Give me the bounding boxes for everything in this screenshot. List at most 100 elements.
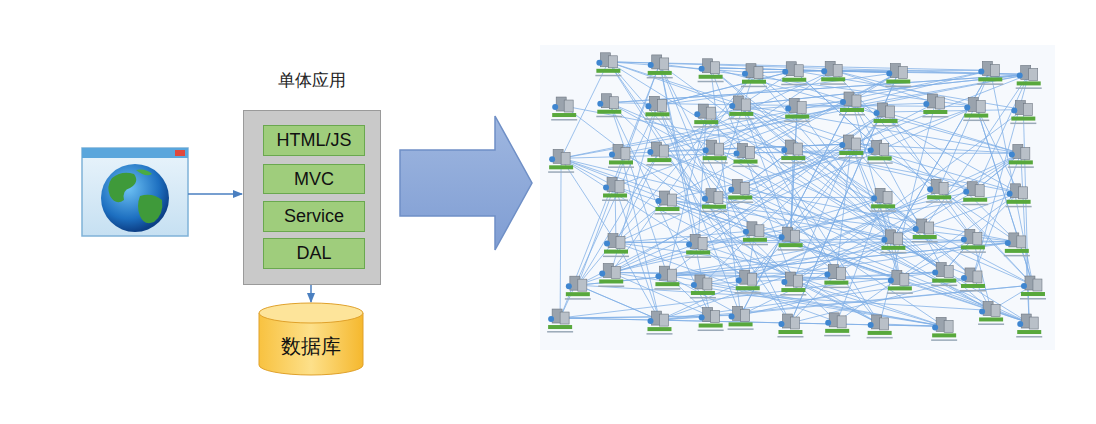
service-icon [870,188,896,212]
service-icon [839,92,865,116]
network-link [564,106,793,281]
service-icon [603,234,629,258]
network-link [741,105,790,236]
network-link [976,107,1033,285]
service-icon [647,55,673,79]
network-link [560,317,711,319]
network-link [659,151,1029,323]
layer-box: MVC [263,164,365,194]
network-link [852,101,1019,193]
network-link [608,62,975,191]
service-icon [733,144,759,168]
service-icon [978,301,1004,325]
network-link [939,70,990,188]
application-box: 单体应用HTML/JSMVCServiceDAL [243,110,381,285]
service-icon [1020,276,1046,300]
network-link [621,153,659,320]
connector-arrow [310,285,312,302]
service-icon [1016,65,1042,89]
network-link [578,285,660,320]
service-icon [690,275,716,299]
service-icon [1006,184,1032,208]
service-icon [963,98,989,122]
network-link [615,186,1029,323]
network-link [578,285,991,310]
service-icon [595,53,621,77]
box-heading: 单体应用 [244,69,380,92]
service-icon [701,189,727,213]
service-icon [728,96,754,120]
network-link [578,103,935,285]
service-icon [551,97,577,121]
service-icon [602,177,628,201]
network-link [615,101,852,186]
network-link [793,144,851,281]
service-icon [698,308,724,332]
service-icon [1010,101,1036,125]
microservice-network [540,45,1055,350]
network-link [793,110,1023,281]
network-link [659,153,1020,320]
service-icon [922,94,948,118]
service-icon [646,311,672,335]
box-label: DAL [296,243,331,264]
service-icon [1016,314,1042,338]
network-link [608,62,1028,75]
service-icon [931,263,957,287]
network-link [659,144,851,151]
service-icon [778,227,804,251]
service-icon [880,230,906,254]
network-link [711,68,1021,154]
network-link [754,73,893,239]
service-icon [654,191,680,215]
service-icon [598,263,624,287]
service-icon [960,268,986,292]
service-icon [823,265,849,289]
service-icon [977,61,1003,85]
service-icon [960,229,986,253]
network-link [886,110,1024,112]
network-link [611,112,885,273]
network-link [925,193,1019,228]
network-link [657,73,898,106]
request-arrow [188,193,242,195]
database-cylinder: 数据库 [258,302,364,376]
network-link [667,200,879,324]
service-icon [885,64,911,88]
box-label: 数据库 [281,319,341,360]
service-icon [548,149,574,173]
service-icon [926,179,952,203]
browser-icon [82,148,188,236]
service-icon [781,62,807,86]
network-link [578,151,660,285]
service-icon [698,59,724,83]
service-icon [727,179,753,203]
service-icon [912,219,938,243]
network-link [794,71,1023,110]
service-icon [596,94,622,118]
network-link [616,200,667,243]
service-icon [565,276,591,300]
service-icon [741,64,767,88]
network-link [1023,110,1029,323]
network-link [609,103,667,275]
service-icon [693,104,719,128]
service-icon [1004,233,1030,256]
service-icon [873,103,899,127]
network-link [833,70,1033,285]
service-icon [867,140,893,164]
network-link [748,112,886,279]
service-icon [1008,144,1034,168]
network-link [561,158,748,279]
service-icon [838,135,864,159]
service-icon [780,272,806,296]
network-link [616,243,837,322]
layer-box: Service [263,201,365,232]
network-link [714,107,976,198]
network-link [706,113,1033,285]
service-icon [728,306,754,330]
service-icon [702,140,728,164]
network-link [939,188,1033,285]
